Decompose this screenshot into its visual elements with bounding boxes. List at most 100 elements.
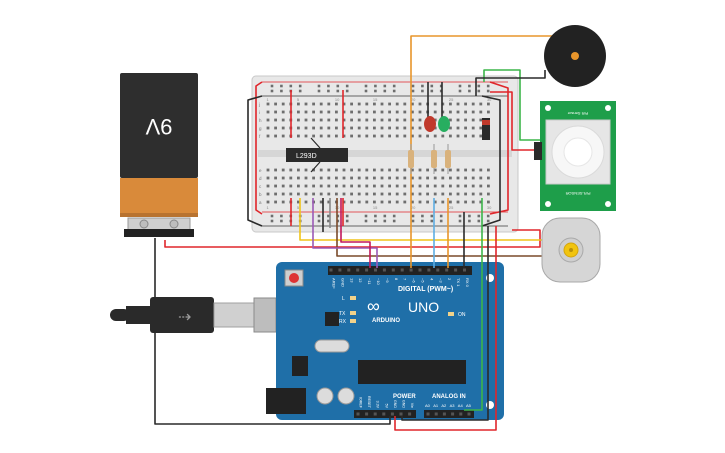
digital-pin-label: 13	[349, 278, 354, 283]
dc-motor[interactable]	[541, 217, 601, 283]
arduino-logo-icon: ∞	[367, 296, 380, 316]
column-number: 25	[449, 97, 454, 102]
wire-5v-red[interactable]	[394, 226, 497, 431]
analog-pin-label: A5	[466, 403, 472, 408]
resistor[interactable]	[408, 144, 414, 174]
led-red[interactable]	[424, 116, 436, 132]
pir-top-label: PIR Sensor	[567, 111, 588, 116]
power-pin-label: RESET	[367, 396, 371, 409]
usb-symbol-icon: ⇢	[178, 309, 191, 326]
digital-pin-label: ~3	[438, 278, 443, 283]
digital-pin-label: 12	[358, 278, 363, 283]
analog-header-label: ANALOG IN	[432, 394, 466, 400]
power-pin-label: 3.3V	[376, 401, 380, 409]
wire-battery-positive[interactable]	[164, 229, 541, 248]
power-jack[interactable]	[266, 388, 306, 414]
power-pin-label: 5V	[384, 404, 388, 409]
column-number: 30	[487, 205, 492, 210]
arduino-brand: ARDUINO	[372, 318, 400, 324]
wire-pin-2-green[interactable]	[464, 198, 483, 411]
pir-sensor[interactable]: PIR Sensor PIR-SENSOR	[534, 101, 616, 211]
row-letter: j	[258, 102, 260, 107]
wire-gnd-black[interactable]	[401, 226, 489, 421]
row-letter: i	[259, 110, 260, 115]
column-number: 10	[335, 97, 340, 102]
digital-pin-label: GND	[340, 278, 345, 287]
column-number: 5	[297, 205, 300, 210]
wire-motor-return[interactable]	[336, 198, 543, 257]
row-letter: c	[259, 184, 262, 189]
power-header-label: POWER	[393, 394, 416, 400]
row-letter: g	[259, 126, 262, 131]
power-pin-label: Vin	[410, 403, 414, 408]
digital-pin-label: 8	[394, 278, 399, 281]
battery-9v[interactable]: 9V	[120, 73, 198, 237]
resistors	[408, 144, 451, 174]
led-rx-label: RX	[339, 319, 347, 325]
analog-pin-label: A4	[458, 403, 464, 408]
row-letter: a	[259, 200, 262, 205]
digital-pin-label: TX 1	[456, 278, 461, 287]
wire-pir-red[interactable]	[490, 91, 540, 151]
pir-bottom-label: PIR-SENSOR	[565, 191, 590, 196]
reset-button[interactable]	[289, 273, 299, 283]
resistor[interactable]	[431, 144, 437, 174]
digital-pin-label: RX 0	[465, 278, 470, 288]
digital-header-label: DIGITAL (PWM~)	[398, 286, 453, 293]
digital-pin-label: ~5	[421, 278, 426, 283]
column-number: 25	[449, 205, 454, 210]
power-pin-label: IOREF	[359, 397, 363, 409]
power-pin-label: GND	[402, 400, 406, 408]
wire-rail-right-black[interactable]	[481, 95, 501, 227]
led-green[interactable]	[438, 116, 450, 132]
wire-pir-green[interactable]	[483, 69, 540, 141]
wire-rail-left-black[interactable]	[247, 95, 263, 227]
digital-pin-label: 7	[403, 278, 408, 281]
column-number: 15	[373, 205, 378, 210]
usb-cable[interactable]: ⇢	[110, 297, 277, 333]
analog-pin-label: A3	[450, 403, 456, 408]
column-number: 30	[487, 97, 492, 102]
resistor[interactable]	[445, 144, 451, 174]
column-number: 1	[267, 97, 270, 102]
column-number: 20	[411, 97, 416, 102]
analog-pin-label: A1	[433, 403, 439, 408]
wire-pin-12-purple[interactable]	[312, 198, 378, 268]
piezo-buzzer[interactable]	[544, 25, 606, 87]
digital-pin-label: ~9	[385, 278, 390, 283]
wire-motor-yellow[interactable]	[299, 198, 543, 241]
leds	[424, 116, 490, 140]
arduino-model: UNO	[408, 299, 439, 315]
digital-pin-label: ~11	[367, 278, 372, 285]
atmega-chip	[358, 360, 466, 384]
wire-rail-left-red[interactable]	[255, 81, 263, 215]
column-number: 1	[267, 205, 270, 210]
digital-header	[328, 266, 472, 275]
row-letter: b	[259, 192, 262, 197]
breadboard-holes	[266, 84, 490, 223]
row-letter: f	[259, 134, 261, 139]
wire-pin-11-magenta[interactable]	[340, 198, 371, 268]
power-pin-labels: IOREF RESET 3.3V 5V GND GND Vin	[356, 396, 414, 416]
sensor-pin-block	[482, 118, 490, 140]
led-l-label: L	[342, 296, 345, 302]
l293d-label: L293D	[296, 153, 317, 160]
digital-pin-label: 4	[429, 278, 434, 281]
digital-pin-label: 2	[447, 278, 452, 281]
analog-header	[424, 410, 474, 418]
wire-rail-right-red[interactable]	[489, 81, 509, 215]
l293d-chip[interactable]: L293D	[286, 137, 348, 173]
wire-pir-black[interactable]	[475, 70, 546, 96]
column-number: 15	[373, 97, 378, 102]
power-pin-label: GND	[393, 400, 397, 408]
analog-pin-label: A0	[425, 403, 431, 408]
wire-battery-negative[interactable]	[154, 238, 391, 425]
row-letter: h	[259, 118, 262, 123]
column-number: 20	[411, 205, 416, 210]
